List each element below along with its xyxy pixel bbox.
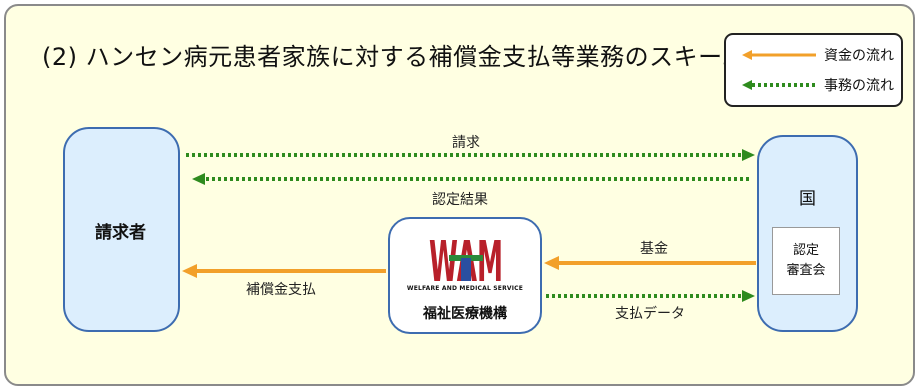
certification-result-label: 認定結果: [432, 192, 488, 208]
work-arrow-icon: [742, 80, 816, 90]
wam-tagline: WELFARE AND MEDICAL SERVICE: [406, 285, 524, 292]
legend-money-label: 資金の流れ: [824, 48, 894, 64]
claimant-box: [63, 127, 180, 332]
legend-work-row: 事務の流れ: [740, 75, 894, 95]
compensation-payment-label: 補償金支払: [246, 282, 316, 298]
claimant-label: 請求者: [95, 223, 146, 243]
certification-result-arrow: [192, 173, 750, 185]
fund-label: 基金: [640, 241, 668, 257]
page-title: (2) ハンセン病元患者家族に対する補償金支払等業務のスキーム: [42, 43, 747, 71]
legend-box: 資金の流れ 事務の流れ: [724, 33, 903, 107]
payment-data-label: 支払データ: [615, 306, 685, 322]
wam-box: WAM WELFARE AND MEDICAL SERVICE 福祉医療機構: [388, 217, 542, 334]
wam-name: 福祉医療機構: [423, 306, 507, 322]
state-label: 国: [799, 189, 816, 209]
wam-logo: WAM: [429, 233, 503, 285]
payment-data-arrow: [546, 290, 755, 302]
legend-work-label: 事務の流れ: [824, 78, 894, 94]
legend-money-row: 資金の流れ: [740, 45, 894, 65]
claim-label: 請求: [452, 135, 480, 151]
certification-council-box: 認定 審査会: [772, 227, 840, 295]
claim-arrow: [186, 149, 755, 161]
money-arrow-icon: [742, 50, 816, 60]
compensation-payment-arrow: [182, 264, 386, 278]
council-label-line2: 審査会: [786, 263, 826, 278]
fund-arrow: [544, 256, 756, 270]
council-label-line1: 認定: [792, 243, 819, 258]
